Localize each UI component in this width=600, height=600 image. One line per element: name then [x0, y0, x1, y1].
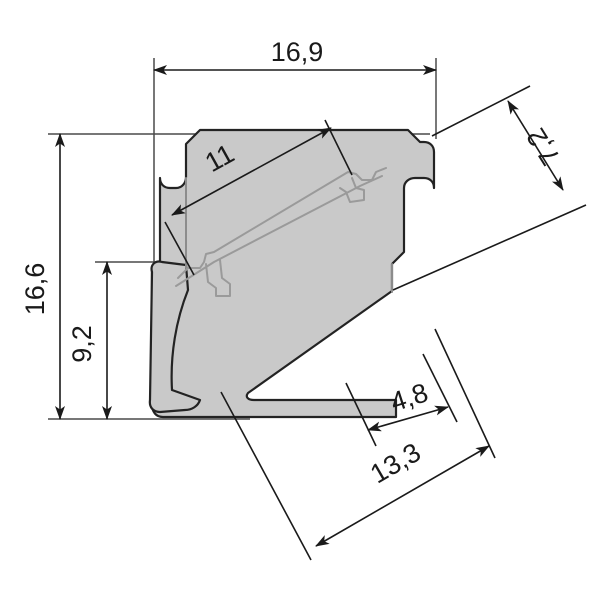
dimension-label-16-6: 16,6: [20, 263, 50, 316]
cover-clip-right: [339, 177, 365, 203]
ext-tick-13-3-right: [434, 328, 496, 459]
cover-clip-left: [205, 259, 231, 297]
ext-tick-11-left: [164, 221, 195, 276]
dimension-label-16-9: 16,9: [271, 37, 324, 67]
ext-tick-4-8-left: [345, 382, 377, 447]
profile-left-wall: [148, 260, 202, 414]
dimension-9-2: 9,2: [67, 261, 112, 420]
ext-tick-13-3-left: [220, 391, 312, 561]
dimension-line-7-2: [507, 100, 564, 191]
ext-tick-4-8-right: [422, 353, 458, 423]
dimension-label-9-2: 9,2: [67, 325, 97, 363]
dimension-line-13-3: [315, 445, 490, 547]
dimension-line-11: [171, 127, 332, 216]
ext-tick-7-2-upper: [431, 85, 531, 137]
cover-strip-inner: [175, 175, 383, 287]
dimension-16-6: 16,6: [20, 133, 65, 420]
dimension-16-9: 16,9: [153, 37, 437, 75]
ext-tick-7-2-lower: [392, 204, 587, 291]
dimension-line-4-8: [367, 405, 449, 432]
